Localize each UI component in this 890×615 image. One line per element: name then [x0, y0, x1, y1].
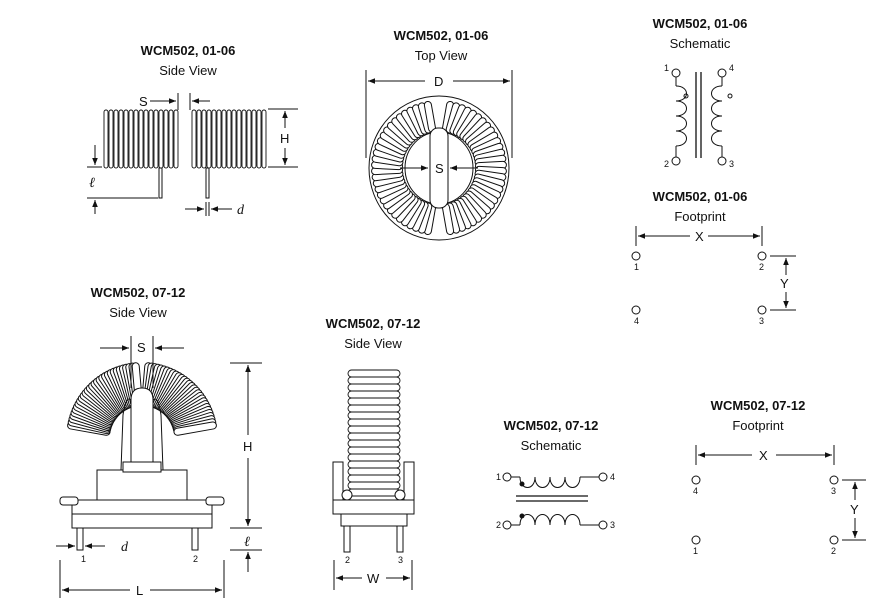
dim-label-lead-length-side-07-12: ℓ — [244, 535, 250, 550]
dim-label-lead-length-side-01-06: ℓ — [89, 176, 95, 191]
pin-label-4-footprint-07-12: 4 — [693, 486, 698, 496]
dim-label-y-footprint-01-06: Y — [780, 276, 789, 291]
dim-label-d-top-01-06: D — [434, 74, 443, 89]
pin-label-4-schematic-01-06: 4 — [729, 63, 734, 73]
top-view-01-06-drawing — [365, 70, 513, 241]
pin-label-3-footprint-07-12: 3 — [831, 486, 836, 496]
pin-label-1-schematic-07-12: 1 — [496, 472, 501, 482]
dim-label-l-side-07-12: L — [136, 583, 143, 598]
side-view-07-12-toroid-drawing — [56, 336, 262, 598]
dim-label-s-side-01-06: S — [139, 94, 148, 109]
pin-label-2-schematic-01-06: 2 — [664, 159, 669, 169]
panel-title-schematic-07-12: WCM502, 07-12 — [503, 418, 599, 433]
dim-label-s-side-07-12: S — [137, 340, 146, 355]
schematic-01-06-drawing — [671, 68, 733, 166]
pin-label-3-footprint-01-06: 3 — [759, 316, 764, 326]
panel-subtitle-top-view-01-06: Top View — [414, 48, 468, 63]
pin-label-1-schematic-01-06: 1 — [664, 63, 669, 73]
panel-title-footprint-07-12: WCM502, 07-12 — [710, 398, 806, 413]
panel-subtitle-schematic-01-06: Schematic — [669, 36, 731, 51]
dim-label-h-side-07-12: H — [243, 439, 252, 454]
footprint-01-06-drawing — [631, 226, 796, 315]
panel-subtitle-footprint-01-06: Footprint — [674, 209, 726, 224]
panel-subtitle-schematic-07-12: Schematic — [520, 438, 582, 453]
panel-subtitle-side-view-01-06: Side View — [159, 63, 217, 78]
pin-label-1-footprint-01-06: 1 — [634, 262, 639, 272]
dim-label-x-footprint-01-06: X — [695, 229, 704, 244]
panel-title-top-view-01-06: WCM502, 01-06 — [393, 28, 489, 43]
dim-label-s-top-01-06: S — [435, 161, 444, 176]
pin-label-1-footprint-07-12: 1 — [693, 546, 698, 556]
pin-label-4-footprint-01-06: 4 — [634, 316, 639, 326]
panel-subtitle-side-view-07-12-a: Side View — [109, 305, 167, 320]
pin-label-3-schematic-01-06: 3 — [729, 159, 734, 169]
pin-label-4-schematic-07-12: 4 — [610, 472, 615, 482]
dim-label-x-footprint-07-12: X — [759, 448, 768, 463]
side-view-01-06-drawing — [87, 93, 298, 216]
panel-title-side-view-07-12-b: WCM502, 07-12 — [325, 316, 421, 331]
pin-label-3-side-07-12-narrow: 3 — [398, 555, 403, 565]
panel-title-side-view-07-12-a: WCM502, 07-12 — [90, 285, 186, 300]
dim-label-w-side-07-12: W — [367, 571, 380, 586]
schematic-07-12-drawing — [502, 472, 608, 530]
pin-label-2-footprint-01-06: 2 — [759, 262, 764, 272]
panel-title-side-view-01-06: WCM502, 01-06 — [140, 43, 236, 58]
dim-label-lead-diameter-side-01-06: d — [237, 203, 245, 218]
pin-label-2-side-07-12: 2 — [193, 554, 198, 564]
footprint-07-12-drawing — [691, 445, 866, 545]
panel-title-schematic-01-06: WCM502, 01-06 — [652, 16, 748, 31]
dim-label-h-side-01-06: H — [280, 131, 289, 146]
pin-label-1-side-07-12: 1 — [81, 554, 86, 564]
pin-label-2-schematic-07-12: 2 — [496, 520, 501, 530]
dim-label-lead-diameter-side-07-12: d — [121, 540, 129, 555]
pin-label-2-footprint-07-12: 2 — [831, 546, 836, 556]
dim-label-y-footprint-07-12: Y — [850, 502, 859, 517]
side-view-07-12-narrow-drawing — [332, 369, 415, 590]
panel-subtitle-footprint-07-12: Footprint — [732, 418, 784, 433]
panel-subtitle-side-view-07-12-b: Side View — [344, 336, 402, 351]
panel-title-footprint-01-06: WCM502, 01-06 — [652, 189, 748, 204]
pin-label-3-schematic-07-12: 3 — [610, 520, 615, 530]
pin-label-2-side-07-12-narrow: 2 — [345, 555, 350, 565]
